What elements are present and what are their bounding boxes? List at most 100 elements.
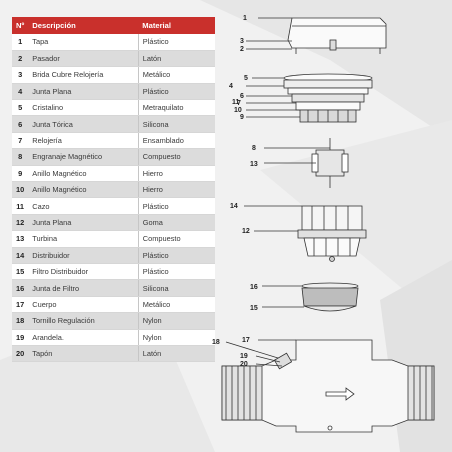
exploded-view-diagram: 1 2 3 4 5 6 7 8 9 10 11 12 13 14 15 16 1… (212, 15, 435, 433)
row-material: Hierro (138, 165, 215, 183)
row-number: 9 (12, 165, 29, 183)
row-material: Plástico (138, 263, 215, 281)
distributor-part (297, 205, 367, 262)
callout-3: 3 (240, 38, 244, 45)
row-number: 6 (12, 115, 29, 133)
row-description: Tapa (28, 34, 139, 51)
row-description: Tornillo Regulación (28, 312, 139, 330)
callout-17: 17 (242, 337, 250, 344)
row-description: Arandela. (28, 329, 139, 346)
lid-part (287, 17, 387, 54)
callout-11: 11 (232, 99, 240, 106)
callout-10: 10 (234, 107, 242, 114)
row-material: Nylon (138, 312, 215, 330)
row-description: Junta Tórica (28, 115, 139, 133)
filter-part (301, 282, 359, 312)
callout-9: 9 (240, 114, 244, 121)
row-material: Plástico (138, 247, 215, 264)
row-number: 7 (12, 132, 29, 150)
callout-18: 18 (212, 339, 220, 346)
row-number: 15 (12, 263, 29, 281)
row-description: Engranaje Magnético (28, 148, 139, 166)
register-assembly (283, 73, 373, 123)
callout-2: 2 (240, 46, 244, 53)
callout-14: 14 (230, 203, 238, 210)
row-description: Tapón (28, 345, 139, 363)
row-material: Plástico (138, 83, 215, 101)
row-description: Junta Plana (28, 83, 139, 101)
callout-5: 5 (244, 75, 248, 82)
row-description: Filtro Distribuidor (28, 263, 139, 281)
row-number: 1 (12, 34, 29, 51)
row-description: Junta de Filtro (28, 279, 139, 297)
callout-15: 15 (250, 305, 258, 312)
row-description: Junta Plana (28, 214, 139, 232)
callout-12: 12 (242, 228, 250, 235)
row-material: Compuesto (138, 148, 215, 166)
row-material: Ensamblado (138, 132, 215, 150)
row-description: Cristalino (28, 99, 139, 117)
row-material: Nylon (138, 329, 215, 346)
row-material: Silicona (138, 115, 215, 133)
row-number: 3 (12, 66, 29, 84)
callout-13: 13 (250, 161, 258, 168)
row-number: 16 (12, 279, 29, 297)
row-description: Distribuidor (28, 247, 139, 264)
row-material: Plástico (138, 197, 215, 215)
row-material: Metálico (138, 66, 215, 84)
row-number: 2 (12, 50, 29, 68)
row-material: Hierro (138, 181, 215, 199)
row-number: 14 (12, 247, 29, 264)
table-header-row: Nº Descripción Material (12, 17, 215, 34)
row-material: Plástico (138, 34, 215, 51)
row-number: 8 (12, 148, 29, 166)
callout-16: 16 (250, 284, 258, 291)
row-number: 4 (12, 83, 29, 101)
callout-7: 7 (237, 100, 241, 107)
callout-19: 19 (240, 353, 248, 360)
row-number: 18 (12, 312, 29, 330)
callout-6: 6 (240, 93, 244, 100)
row-number: 11 (12, 197, 29, 215)
callout-8: 8 (252, 145, 256, 152)
row-number: 19 (12, 329, 29, 346)
header-description: Descripción (28, 17, 139, 34)
row-material: Latón (138, 50, 215, 68)
row-description: Pasador (28, 50, 139, 68)
callout-1: 1 (243, 15, 247, 22)
turbine-part (311, 138, 349, 188)
row-number: 20 (12, 345, 29, 363)
row-material: Metálico (138, 296, 215, 314)
row-number: 13 (12, 230, 29, 248)
row-material: Silicona (138, 279, 215, 297)
row-number: 17 (12, 296, 29, 314)
row-material: Goma (138, 214, 215, 232)
callout-4: 4 (229, 83, 233, 90)
row-description: Brida Cubre Relojería (28, 66, 139, 84)
row-number: 10 (12, 181, 29, 199)
header-material: Material (138, 17, 215, 34)
meter-body-part (221, 339, 435, 433)
header-number: Nº (12, 17, 29, 34)
row-description: Anillo Magnético (28, 181, 139, 199)
row-material: Metraquilato (138, 99, 215, 117)
